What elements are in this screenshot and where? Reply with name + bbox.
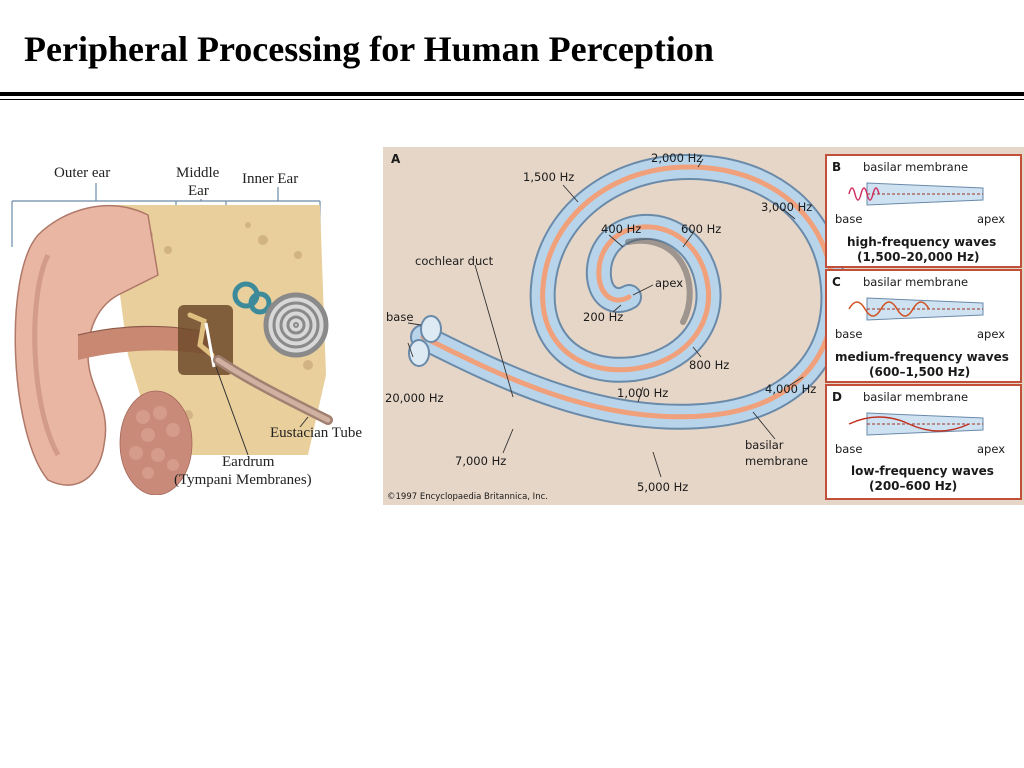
label-7000hz: 7,000 Hz: [455, 454, 506, 468]
ear-anatomy-diagram: Outer ear Middle Ear Inner Ear Eustacian…: [8, 155, 380, 496]
outer-ear-label: Outer ear: [54, 165, 110, 181]
middle-ear-label-line2: Ear: [188, 183, 209, 199]
panel-b-base-label: base: [835, 212, 862, 226]
label-5000hz: 5,000 Hz: [637, 480, 688, 494]
copyright-text: ©1997 Encyclopaedia Britannica, Inc.: [387, 492, 548, 502]
label-2000hz: 2,000 Hz: [651, 151, 702, 165]
label-4000hz: 4,000 Hz: [765, 382, 816, 396]
label-base: base: [386, 310, 413, 324]
panel-b-caption-line2: (1,500–20,000 Hz): [857, 250, 979, 264]
label-basilar-line2: membrane: [745, 454, 808, 468]
panel-c-caption-line1: medium-frequency waves: [835, 350, 1009, 364]
label-basilar-line1: basilar: [745, 438, 784, 452]
label-20000hz: 20,000 Hz: [385, 391, 444, 405]
label-400hz: 400 Hz: [601, 222, 641, 236]
label-3000hz: 3,000 Hz: [761, 200, 812, 214]
panel-d-base-label: base: [835, 442, 862, 456]
slide-title: Peripheral Processing for Human Percepti…: [24, 29, 714, 69]
label-200hz: 200 Hz: [583, 310, 623, 324]
panel-c-membrane-label: basilar membrane: [863, 275, 968, 289]
panel-d-caption-line1: low-frequency waves: [851, 464, 994, 478]
panel-c-base-label: base: [835, 327, 862, 341]
label-600hz: 600 Hz: [681, 222, 721, 236]
eustacian-tube-label: Eustacian Tube: [270, 425, 362, 441]
middle-ear-label-line1: Middle: [176, 165, 220, 181]
panel-d-low-frequency: D basilar membrane base apex low-frequen…: [825, 384, 1022, 500]
title-divider-thick: [0, 92, 1024, 96]
panel-c-letter: C: [832, 275, 841, 289]
panel-b-letter: B: [832, 160, 841, 174]
label-apex: apex: [655, 276, 683, 290]
panel-c-apex-label: apex: [977, 327, 1005, 341]
panel-b-high-frequency: B basilar membrane base apex high-freque…: [825, 154, 1022, 268]
cochlea-frequency-diagram: A 1,500: [383, 147, 1024, 505]
panel-b-caption-line1: high-frequency waves: [847, 235, 996, 249]
panel-d-letter: D: [832, 390, 842, 404]
panel-d-membrane-label: basilar membrane: [863, 390, 968, 404]
panel-c-medium-frequency: C basilar membrane base apex medium-freq…: [825, 269, 1022, 383]
panel-b-apex-label: apex: [977, 212, 1005, 226]
panel-d-apex-label: apex: [977, 442, 1005, 456]
label-cochlear-duct: cochlear duct: [415, 254, 494, 268]
label-1500hz: 1,500 Hz: [523, 170, 574, 184]
label-1000hz: 1,000 Hz: [617, 386, 668, 400]
panel-b-membrane-label: basilar membrane: [863, 160, 968, 174]
panel-c-caption-line2: (600–1,500 Hz): [869, 365, 970, 379]
inner-ear-label: Inner Ear: [242, 171, 298, 187]
label-800hz: 800 Hz: [689, 358, 729, 372]
eardrum-label-line2: (Tympani Membranes): [174, 472, 312, 488]
eardrum-label-line1: Eardrum: [222, 454, 275, 470]
panel-d-caption-line2: (200–600 Hz): [869, 479, 957, 493]
panel-a-letter: A: [391, 152, 401, 166]
title-divider-thin: [0, 99, 1024, 100]
